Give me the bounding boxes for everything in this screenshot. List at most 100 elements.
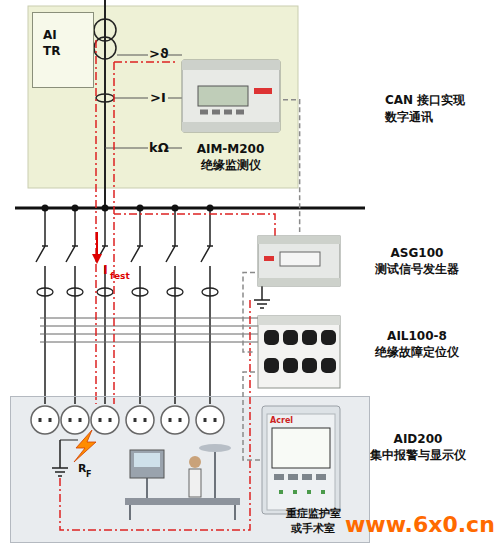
terminal-strip	[182, 60, 280, 70]
branch-circuit	[66, 208, 78, 404]
main-feeder	[104, 0, 106, 208]
sensor-core	[283, 330, 298, 345]
doctor-body	[189, 469, 201, 497]
bed	[125, 498, 240, 505]
symbol-text: >I	[150, 90, 166, 106]
node-label: 重症监护室 或手术室	[273, 507, 353, 537]
junction-dot	[102, 205, 109, 212]
earth-symbol	[52, 440, 68, 476]
sensor-core	[302, 330, 317, 345]
device-tag	[264, 256, 274, 261]
resistor-subscript: F	[86, 470, 91, 480]
sensor-wire	[105, 148, 182, 149]
device-box: ASG100 测试信号发生器	[255, 232, 490, 290]
locator-wires	[40, 318, 258, 342]
fault-wire	[60, 440, 78, 441]
sensor-core	[264, 330, 279, 345]
note-text: CAN 接口实现 数字通讯	[385, 92, 473, 126]
room-fill	[10, 396, 370, 543]
node-label: ASG100 测试信号发生器	[347, 245, 487, 277]
sensor-core	[264, 358, 279, 373]
bus-connector	[243, 372, 262, 460]
socket-outlet	[196, 406, 224, 434]
signal-name: I	[103, 262, 108, 278]
branch-circuit	[166, 208, 178, 404]
device-buttons	[274, 474, 326, 480]
current-transformer	[167, 288, 183, 296]
node-label: AIL100-8 绝缘故障定位仪	[347, 328, 487, 360]
bus-connector	[283, 100, 300, 232]
fault-lightning	[74, 430, 96, 462]
test-current-arrow	[96, 232, 98, 256]
doctor-head	[189, 456, 201, 468]
socket-outlet	[126, 406, 154, 434]
socket-outlet	[61, 406, 89, 434]
earth-symbol	[254, 286, 270, 308]
junction-dot	[42, 205, 49, 212]
socket-pins	[40, 418, 215, 422]
watermark: www.6x0.cn	[345, 512, 495, 538]
test-current-return	[60, 300, 250, 530]
device-buttons	[200, 110, 244, 115]
junction-dot	[72, 205, 79, 212]
junction-dot	[172, 205, 179, 212]
status-leds	[279, 490, 325, 494]
device-window	[280, 252, 320, 266]
transformer-winding	[94, 37, 116, 59]
branch-circuit	[201, 208, 213, 404]
transformer-box-fill	[32, 12, 94, 88]
socket-outlet	[91, 406, 119, 434]
terminal-strip	[258, 236, 340, 244]
socket-outlet	[161, 406, 189, 434]
node-label: AI TR	[43, 27, 69, 59]
lcd-screen	[198, 86, 248, 106]
signal-subscript: fest	[110, 271, 130, 282]
monitor-device	[182, 60, 280, 132]
supply-region	[28, 6, 298, 188]
sensor-wire	[114, 98, 182, 99]
sensor-core	[283, 358, 298, 373]
sensor-core	[302, 358, 317, 373]
socket-outlet	[31, 406, 59, 434]
terminal-strip	[182, 122, 280, 132]
device-tag	[254, 88, 272, 94]
sensor-core	[321, 358, 336, 373]
lcd-screen	[272, 428, 330, 468]
node-label: AIM-M200 绝缘监测仪	[178, 141, 283, 173]
room-area: 重症监护室 或手术室	[10, 396, 370, 543]
medical-monitor	[130, 450, 164, 478]
current-transformer	[67, 288, 83, 296]
surgical-lamp	[199, 444, 231, 452]
device-box: AIM-M200 绝缘监测仪	[178, 55, 283, 183]
device-box: AIL100-8 绝缘故障定位仪	[255, 312, 490, 392]
node-label: AID200 集中报警与显示仪	[348, 431, 488, 463]
symbol-text: kΩ	[149, 140, 169, 156]
device-box: AID200 集中报警与显示仪	[262, 405, 490, 515]
current-transformer	[202, 288, 218, 296]
current-transformer	[132, 288, 148, 296]
branch-circuit	[131, 208, 143, 404]
equipment-stand	[130, 452, 235, 520]
brand-logo: Acrel	[270, 416, 293, 426]
branch-circuit	[96, 208, 108, 404]
branch-circuit	[36, 208, 48, 404]
resistor-name: R	[78, 462, 86, 475]
terminal-strip	[258, 316, 340, 325]
locator-device	[258, 316, 340, 388]
monitor-screen	[134, 453, 160, 467]
current-transformer	[37, 288, 53, 296]
current-transformer	[97, 288, 113, 296]
symbol-text: >ϑ	[149, 46, 168, 62]
alarm-display-device	[262, 406, 340, 514]
transformer-box: AI TR	[32, 12, 94, 88]
device-face	[267, 414, 335, 510]
junction-dot	[137, 205, 144, 212]
arrow-head	[92, 254, 102, 264]
terminal-strip	[258, 278, 340, 286]
junction-dot	[207, 205, 214, 212]
generator-device	[258, 236, 340, 286]
current-transformer	[96, 94, 114, 102]
bus-connector	[243, 273, 255, 352]
